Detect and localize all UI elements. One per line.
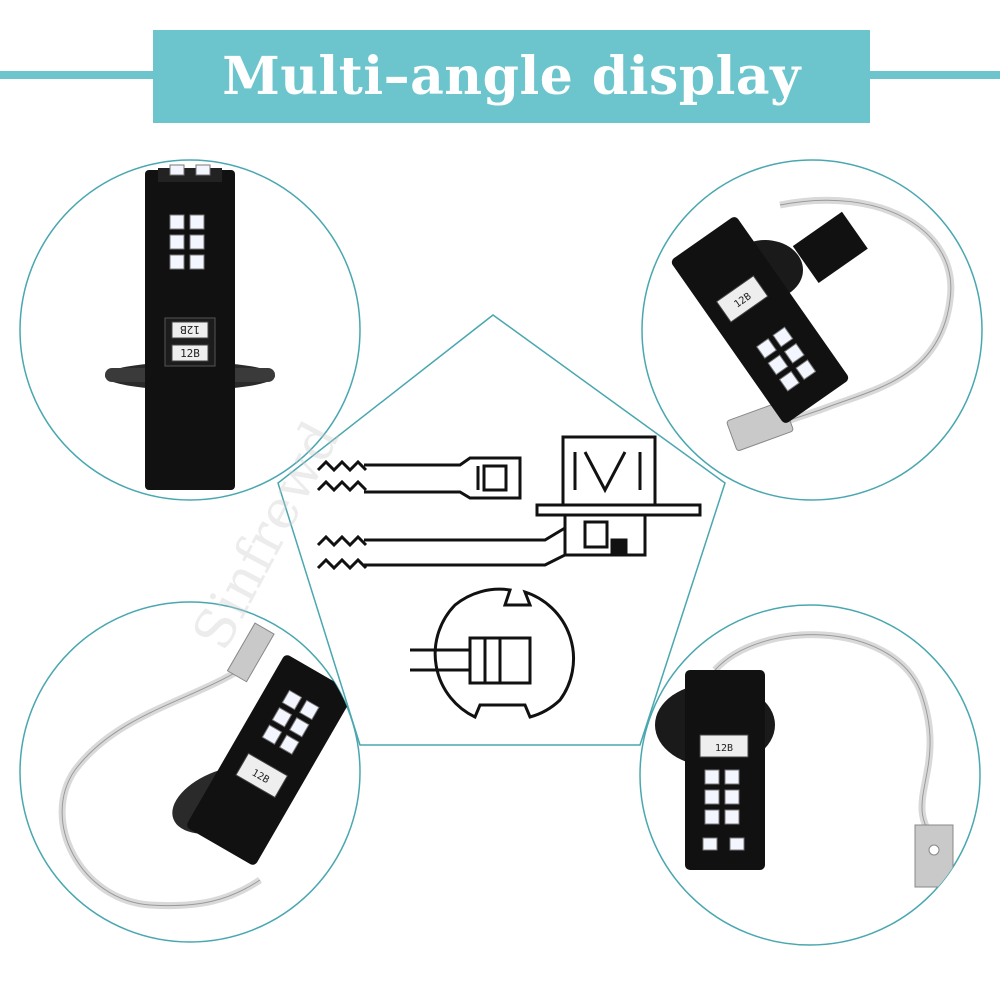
resistor-label-bottom: 12B [715,743,733,754]
pentagon-frame [277,314,726,746]
bulb-down-view: 12B [655,631,954,888]
resistor-label-top: 12B [180,323,200,336]
bulb-front-view: 12B 12B [105,164,275,490]
title-banner: Multi–angle display [153,30,870,123]
bulb-angled-view-right: 12B [671,196,955,451]
resistor-label: 12B [180,347,200,360]
banner-line-right [868,71,1000,79]
bulb-angled-view-left: 12B [58,622,353,910]
banner-line-left [0,71,155,79]
bulb-diagram [316,435,702,720]
banner-title: Multi–angle display [222,46,801,107]
